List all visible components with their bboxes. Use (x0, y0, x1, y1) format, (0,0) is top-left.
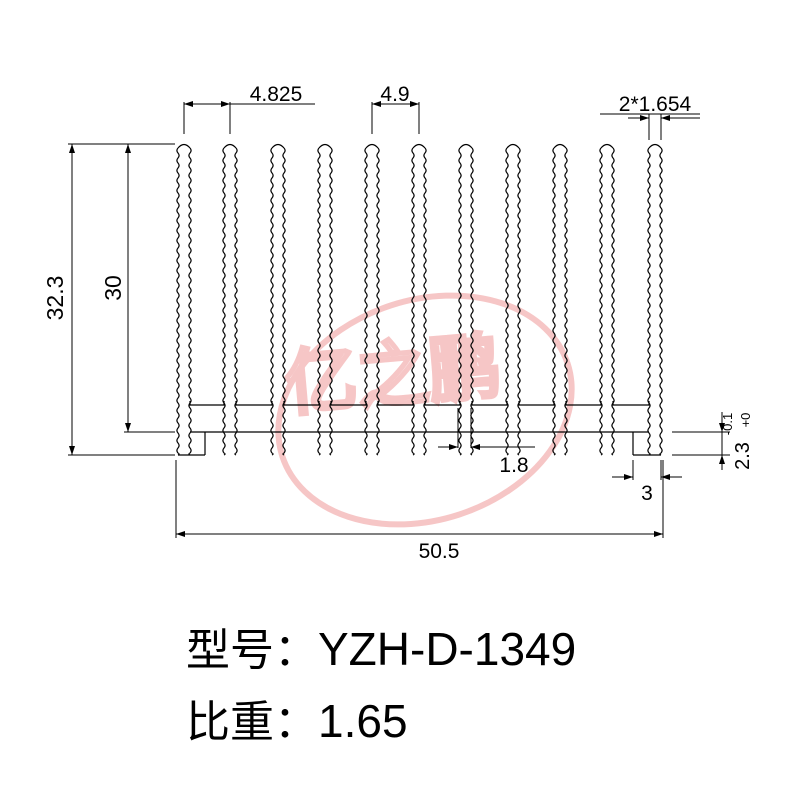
fin-gap-root (330, 401, 367, 406)
heatsink-fin (599, 143, 615, 456)
heatsink-fin (411, 143, 427, 456)
fin-left-edge (411, 147, 415, 456)
dim-fin-thickness-label: 2*1.654 (619, 93, 692, 116)
fin-left-edge (317, 147, 321, 456)
dim-arrowhead (410, 101, 419, 107)
fin-right-edge (282, 147, 286, 456)
dim-arrowhead (624, 474, 633, 480)
dim-arrowhead (125, 144, 131, 153)
fin-left-edge (599, 147, 603, 456)
fin-left-edge (552, 147, 556, 456)
dim-arrowhead (661, 474, 670, 480)
fin-tip (553, 143, 567, 149)
fin-tip (318, 143, 332, 149)
dim-arrowhead (640, 115, 649, 121)
dim-arrowhead (125, 423, 131, 432)
fin-tip (459, 143, 473, 149)
dimension-lines (68, 101, 730, 538)
fin-gap-root (283, 401, 320, 406)
fin-left-edge (647, 147, 651, 456)
dim-arrowhead (372, 101, 381, 107)
weight-row: 比重：1.65 (186, 698, 408, 745)
fin-left-edge (270, 147, 274, 456)
dim-arrowhead (449, 444, 458, 450)
heatsink-fin (176, 143, 192, 456)
model-value: YZH-D-1349 (318, 623, 577, 675)
model-label: 型号： (186, 625, 318, 676)
dim-fin-gap-label: 4.9 (380, 83, 409, 106)
fin-tip (600, 143, 614, 149)
dim-arrowhead (661, 115, 670, 121)
fin-right-edge (611, 147, 615, 456)
fin-tip (271, 143, 285, 149)
fin-gap-root (189, 401, 225, 406)
fin-gap-root (235, 401, 273, 406)
heatsink-fin (552, 143, 568, 456)
fin-left-edge (176, 147, 180, 456)
fin-left-edge (364, 147, 368, 456)
dim-fin-height-label: 30 (100, 275, 126, 301)
weight-label: 比重： (186, 697, 318, 748)
dim-arrowhead (719, 423, 725, 432)
heatsink-fin (270, 143, 286, 456)
dim-base-thickness-label: 1.8 (499, 454, 528, 477)
heatsink-fin (458, 143, 474, 456)
fin-tip (223, 143, 237, 149)
dim-base-nominal-label: 2.3 (732, 442, 754, 470)
watermark-logo: 亿之鹏 (275, 292, 575, 528)
fin-right-edge (470, 147, 474, 456)
dim-arrowhead (471, 444, 480, 450)
fin-tip (648, 143, 662, 149)
fin-gap-root (565, 401, 602, 406)
fin-right-edge (517, 147, 521, 456)
fin-right-edge (329, 147, 333, 456)
fin-tip (412, 143, 426, 149)
fin-gap-root (424, 401, 461, 406)
weight-value: 1.65 (318, 695, 408, 747)
fin-gap-root (471, 401, 508, 406)
fin-right-edge (376, 147, 380, 456)
dim-overall-width-label: 50.5 (419, 540, 460, 563)
fin-gap-root (612, 401, 650, 406)
fin-tip (177, 143, 191, 149)
dim-arrowhead (719, 455, 725, 464)
heatsink-fin (317, 143, 333, 456)
fin-tip (365, 143, 379, 149)
fin-right-edge (423, 147, 427, 456)
dim-arrowhead (221, 101, 230, 107)
heatsink-fin (647, 143, 663, 456)
heatsink-fin (505, 143, 521, 456)
fin-tip (506, 143, 520, 149)
fin-left-edge (458, 147, 462, 456)
dim-arrowhead (184, 101, 193, 107)
model-row: 型号：YZH-D-1349 (186, 626, 576, 673)
heatsink-outline (176, 143, 663, 456)
dim-fin-pitch-label: 4.825 (250, 83, 303, 106)
fin-left-edge (505, 147, 509, 456)
fin-right-edge (659, 147, 663, 456)
fin-gap-root (377, 401, 414, 406)
fin-right-edge (564, 147, 568, 456)
dim-overall-height-label: 32.3 (42, 276, 68, 321)
dim-foot-width-label: 3 (641, 482, 653, 505)
fin-gap-root (518, 401, 555, 406)
dim-base-tol-lower-label: +0 (738, 413, 753, 428)
watermark-ring (275, 292, 575, 528)
dim-arrowhead (69, 144, 75, 153)
fin-right-edge (234, 147, 238, 456)
fin-right-edge (188, 147, 192, 456)
dim-base-tol-upper-label: -0.1 (720, 413, 735, 435)
heatsink-fin (222, 143, 238, 456)
dim-arrowhead (654, 531, 663, 537)
heatsink-fin (364, 143, 380, 456)
dim-arrowhead (176, 531, 185, 537)
fin-left-edge (222, 147, 226, 456)
dim-arrowhead (69, 446, 75, 455)
